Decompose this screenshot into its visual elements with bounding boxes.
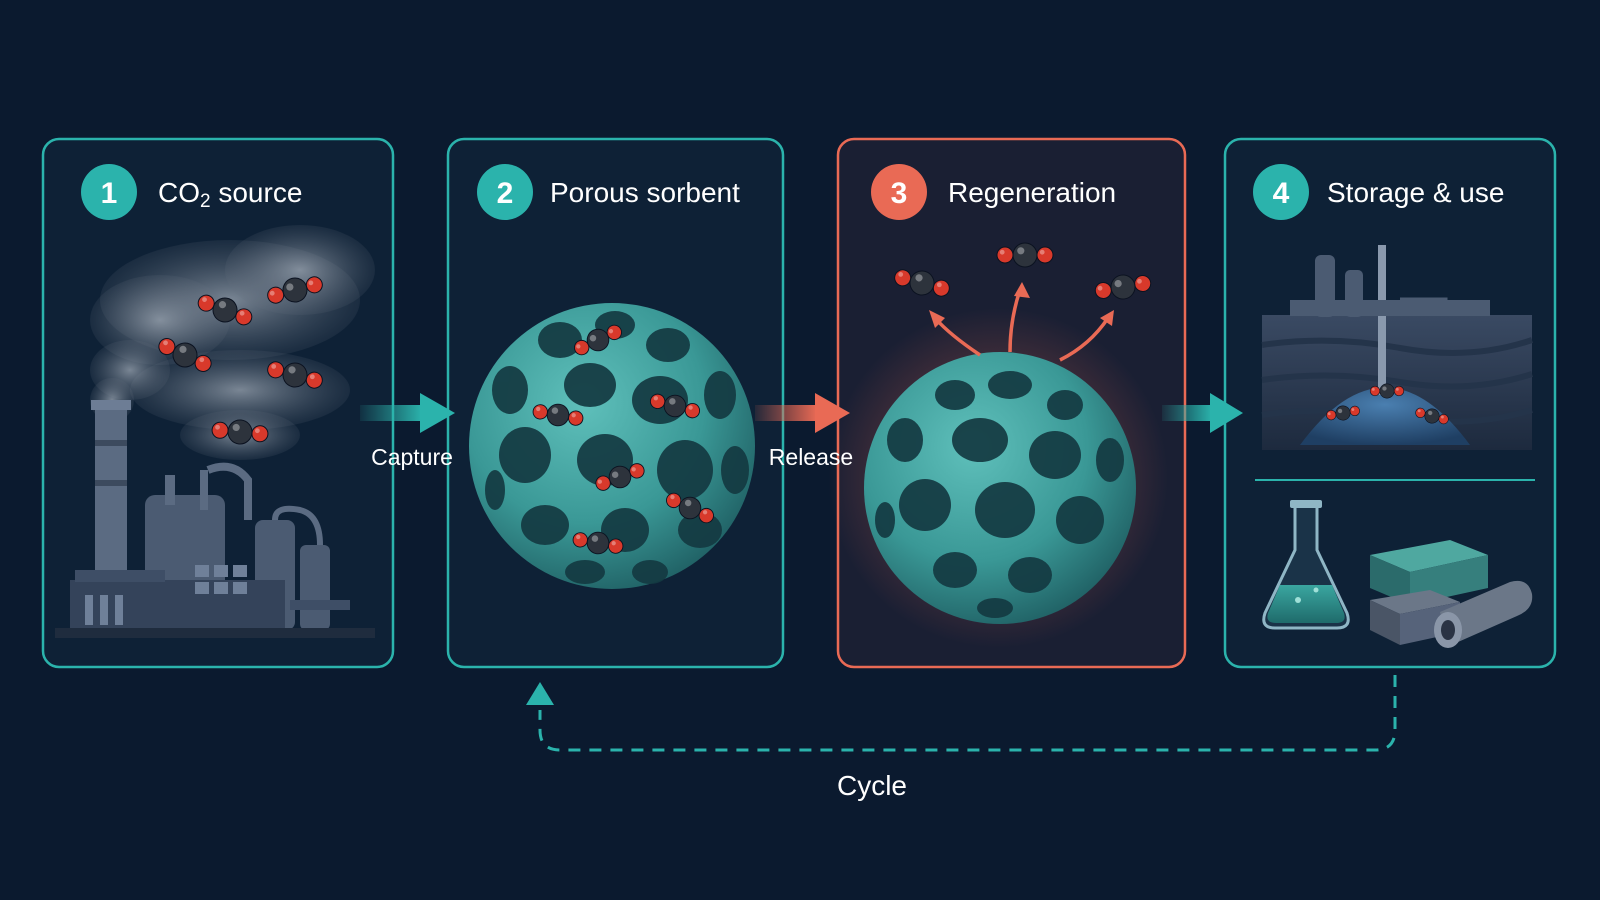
co2-molecule-icon [595,463,645,491]
step-badge [81,164,137,220]
cycle-arrow: Cycle [526,675,1397,801]
panel-storage-use: 4 Storage & use [1223,137,1557,669]
release-arrow: Release [755,393,853,470]
materials-icon [1370,540,1533,648]
step-number: 3 [891,177,908,210]
co2-molecule-icon [996,242,1054,268]
co2-molecule-icon [211,419,269,445]
co2-molecule-icon [572,531,624,555]
co2-molecule-icon [574,324,622,356]
co2-molecule-icon [1326,405,1360,421]
co2-molecule-icon [894,269,950,297]
co2-molecule-icon [267,276,323,304]
sorbent-particle-icon [864,352,1136,624]
capture-arrow: Capture [360,393,455,470]
step-number: 4 [1273,177,1290,210]
co2-molecule-icon [666,492,714,524]
step-title: Regeneration [948,177,1116,208]
panel-porous-sorbent: 2 Porous sorbent [446,137,785,669]
capture-label: Capture [371,444,453,470]
co2-molecule-icon [532,403,584,427]
cycle-label: Cycle [837,770,907,801]
step-badge [1253,164,1309,220]
step-number: 2 [497,177,514,210]
release-label: Release [769,444,853,470]
co2-molecule-icon [649,393,701,419]
release-arrowheads [929,282,1114,328]
factory-icon [55,400,375,638]
flask-icon [1262,500,1350,630]
co2-molecule-icon [267,361,323,389]
step-title-subscript: 2 [200,191,211,212]
step-number: 1 [101,177,118,210]
step-title-main: CO [158,177,200,208]
co2-molecule-icon [1415,407,1449,425]
step-title: CO2 source [158,177,302,212]
co2-molecule-icon [197,294,253,326]
storage-arrow [1162,393,1243,433]
panel-regeneration: 3 Regeneration [828,137,1187,669]
panel-co2-source: 1 CO2 source [41,137,395,669]
step-badge [477,164,533,220]
smoke-cloud-icon [90,225,375,460]
step-title-rest: source [211,177,303,208]
co2-molecule-icon [1094,274,1152,300]
step-badge [871,164,927,220]
step-title: Storage & use [1327,177,1504,208]
sorbent-particle-icon [469,303,755,589]
step-title: Porous sorbent [550,177,740,208]
co2-molecules [158,242,1449,555]
co2-molecule-icon [158,338,212,372]
geological-storage-icon [1261,245,1533,450]
co2-molecule-icon [1369,383,1405,399]
